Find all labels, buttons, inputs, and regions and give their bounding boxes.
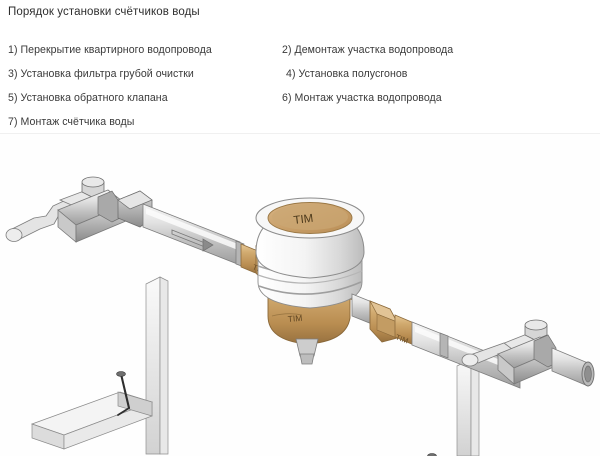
water-meter-installation-diagram: TIM TIM <box>0 134 600 456</box>
step-item-2: 2) Демонтаж участка водопровода <box>282 44 454 56</box>
step-item-5: 5) Установка обратного клапана <box>8 92 168 104</box>
step-item-4: 4) Установка полусгонов <box>286 68 408 80</box>
page-title: Порядок установки счётчиков воды <box>8 6 200 18</box>
water-meter: TIM TIM <box>255 197 365 365</box>
flow-arrow <box>171 229 214 252</box>
meter-body-brand: TIM <box>287 313 302 324</box>
step-item-3: 3) Установка фильтра грубой очистки <box>8 68 194 80</box>
union-right-brand: TIM <box>394 332 409 345</box>
step-item-1: 1) Перекрытие квартирного водопровода <box>8 44 212 56</box>
step-item-6: 6) Монтаж участка водопровода <box>282 92 442 104</box>
union-nut-right: TIM <box>351 293 415 346</box>
pipe-clamp-left <box>30 276 169 455</box>
instruction-text-block: Порядок установки счётчиков воды 1) Пере… <box>0 0 600 134</box>
step-item-7: 7) Монтаж счётчика воды <box>8 116 135 128</box>
ball-valve-right <box>461 319 595 387</box>
ball-valve-left <box>5 176 153 243</box>
meter-cap-brand: TIM <box>293 213 314 227</box>
meter-drain <box>295 338 319 365</box>
pipe-section-left <box>142 203 245 268</box>
pipe-clamp-right <box>427 358 480 456</box>
